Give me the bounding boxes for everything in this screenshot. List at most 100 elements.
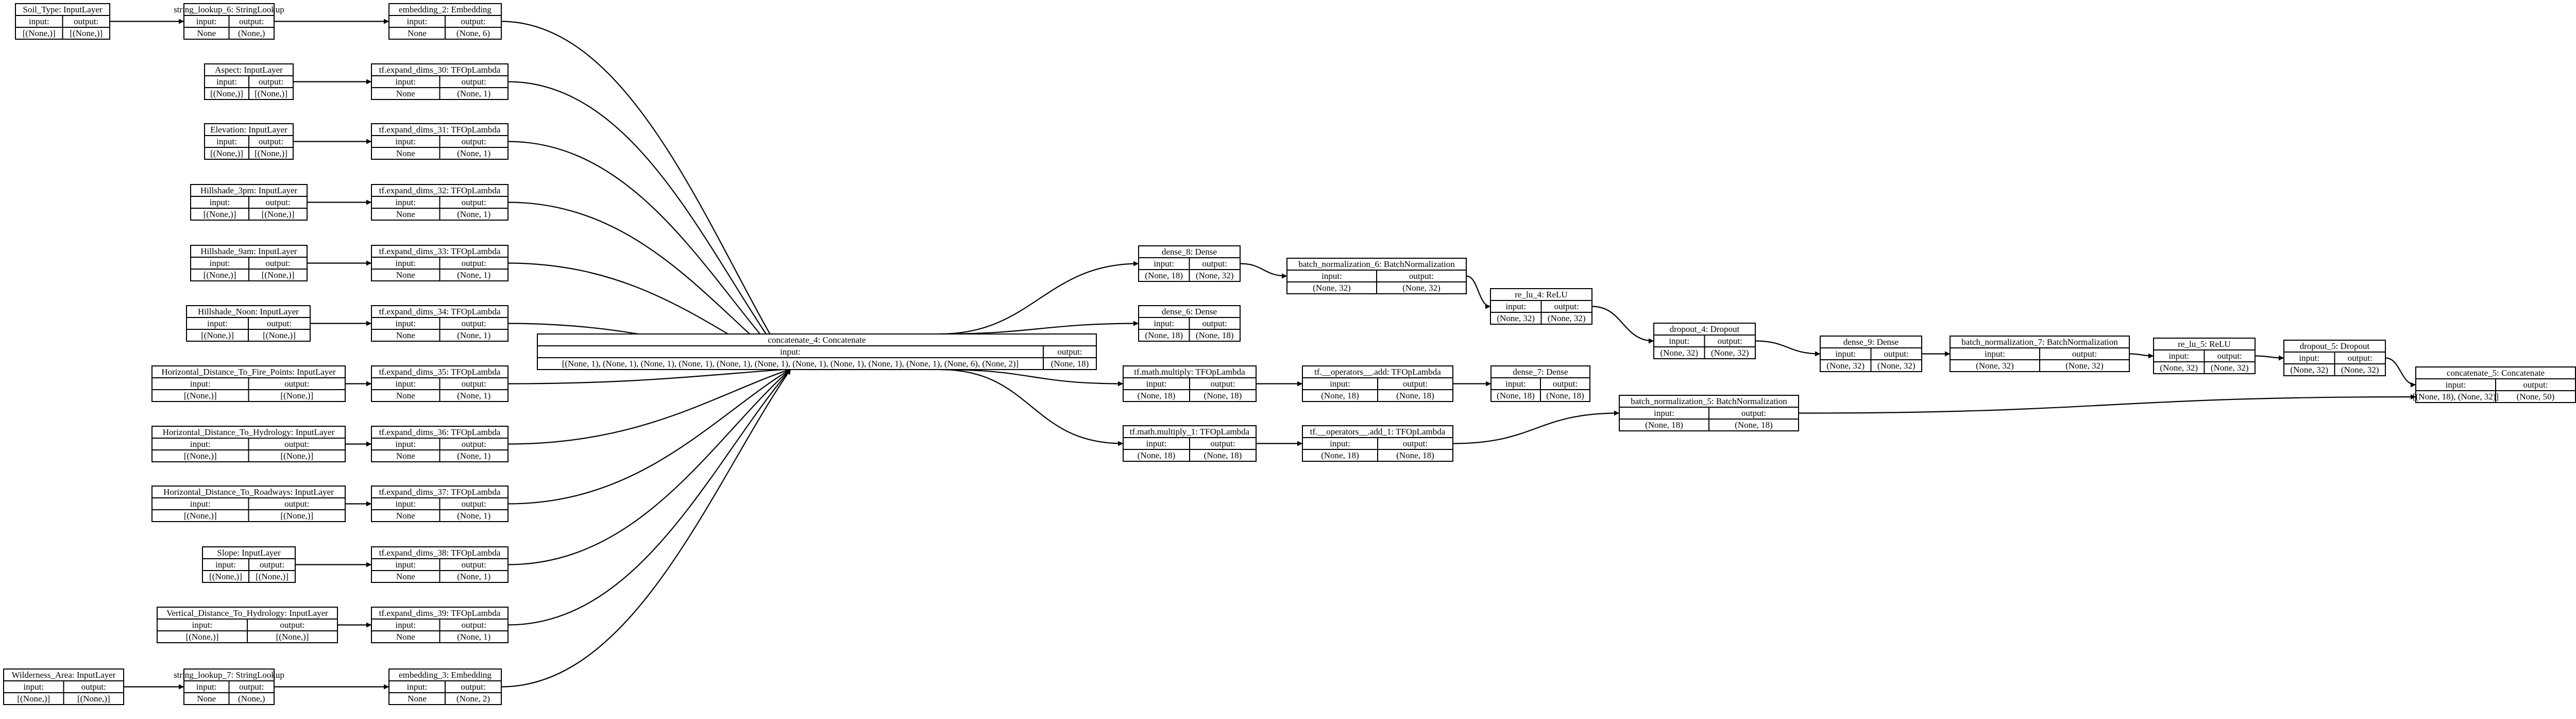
edge-bn7-to-relu5 <box>2129 353 2154 359</box>
node-input-value: [(None,)] <box>204 209 236 219</box>
node-output-label: output: <box>462 258 486 268</box>
node-input-label: input: <box>216 77 237 87</box>
node-output-label: output: <box>2072 349 2097 359</box>
edge-concat4-to-dense6 <box>940 321 1139 335</box>
layer-node-hsn: Hillshade_Noon: InputLayerinput:output:[… <box>186 305 311 342</box>
node-input-value: (None, 18) <box>1497 391 1535 400</box>
node-input-label: input: <box>780 347 801 357</box>
node-input-label: input: <box>1154 319 1174 328</box>
node-input-label: input: <box>1669 336 1689 346</box>
node-input-value: [(None,)] <box>201 330 234 340</box>
node-input-value: None <box>396 511 415 521</box>
node-output-label: output: <box>1554 302 1579 311</box>
edge-ed31-to-concat4 <box>507 141 791 370</box>
node-title: Aspect: InputLayer <box>215 65 283 75</box>
node-border <box>537 333 1097 370</box>
edge-ed37-to-concat4 <box>507 369 791 505</box>
node-input-value: None <box>396 270 415 280</box>
node-output-label: output: <box>265 197 290 207</box>
node-input-value: [(None,)] <box>210 89 243 98</box>
node-title: concatenate_5: Concatenate <box>2447 368 2545 378</box>
node-output-value: (None, 32) <box>2211 363 2249 373</box>
node-input-label: input: <box>395 197 416 207</box>
node-input-label: input: <box>196 682 217 692</box>
node-output-value: [(None,)] <box>280 511 313 521</box>
node-output-label: output: <box>462 620 486 630</box>
node-output-label: output: <box>462 77 486 87</box>
edge-bn6-to-relu4 <box>1466 275 1491 309</box>
edge-ed38-to-concat4 <box>507 369 791 565</box>
edge-dense8-to-bn6 <box>1240 263 1287 279</box>
layer-node-aspect: Aspect: InputLayerinput:output:[(None,)]… <box>204 63 294 100</box>
layer-node-concat5: concatenate_5: Concatenateinput:output:[… <box>2413 366 2576 403</box>
node-input-label: input: <box>1146 379 1167 389</box>
node-output-label: output: <box>2217 351 2242 361</box>
node-output-label: output: <box>284 499 309 509</box>
node-input-value: None <box>396 632 415 642</box>
node-input-value: (None, 32) <box>1660 348 1698 358</box>
node-input-label: input: <box>210 197 230 207</box>
node-title: Horizontal_Distance_To_Fire_Points: Inpu… <box>161 367 336 377</box>
node-input-label: input: <box>1505 302 1526 311</box>
node-input-value: [(None,)] <box>184 511 217 521</box>
node-title: tf.__operators__.add_1: TFOpLambda <box>1310 427 1446 437</box>
layer-node-ed30: tf.expand_dims_30: TFOpLambdainput:outpu… <box>371 63 509 100</box>
edge-relu4-to-drop4 <box>1591 306 1654 344</box>
node-input-value: [(None,)] <box>23 28 56 38</box>
layer-node-ed36: tf.expand_dims_36: TFOpLambdainput:outpu… <box>371 426 509 462</box>
layer-node-ed34: tf.expand_dims_34: TFOpLambdainput:outpu… <box>371 305 509 342</box>
edge-ed30-to-concat4 <box>507 81 791 370</box>
node-input-label: input: <box>1654 408 1674 418</box>
node-output-value: (None, 1) <box>457 330 490 340</box>
node-title: concatenate_4: Concatenate <box>768 335 866 345</box>
edges-layer <box>110 19 2576 690</box>
node-title: dropout_5: Dropout <box>2300 341 2370 351</box>
edge-ed36-to-concat4 <box>507 368 791 445</box>
edge-emb3-to-concat4 <box>501 369 791 688</box>
node-output-value: (None, 32) <box>1196 271 1234 280</box>
edge-ed35-to-concat4 <box>507 366 791 384</box>
layer-node-bn5: batch_normalization_5: BatchNormalizatio… <box>1619 395 1799 431</box>
node-output-value: [(None,)] <box>70 28 103 38</box>
node-input-label: input: <box>1330 379 1350 389</box>
node-output-value: (None, 32) <box>1548 313 1586 323</box>
node-output-value: (None, 32) <box>1711 348 1749 358</box>
layer-node-sl7: string_lookup_7: StringLookupinput:outpu… <box>174 668 284 705</box>
edge-emb2-to-concat4 <box>501 21 791 370</box>
node-output-label: output: <box>461 682 485 692</box>
edge-concat4-to-mul <box>940 369 1124 387</box>
node-input-value: [(None, 18), (None, 32)] <box>2413 392 2499 402</box>
node-title: embedding_3: Embedding <box>399 670 492 680</box>
node-title: Hillshade_9am: InputLayer <box>200 246 297 256</box>
edge-bn5-to-concat5 <box>1798 394 2416 414</box>
node-input-label: input: <box>216 137 237 146</box>
node-input-value: None <box>396 572 415 581</box>
node-output-value: (None, 2) <box>456 694 490 704</box>
node-output-label: output: <box>74 16 98 26</box>
node-input-value: [(None,)] <box>184 451 217 461</box>
node-output-value: [(None,)] <box>262 270 295 280</box>
node-output-value: (None, 1) <box>457 270 490 280</box>
node-input-value: (None, 18) <box>1321 450 1359 460</box>
node-input-label: input: <box>1985 349 2005 359</box>
node-input-value: (None, 32) <box>1976 361 2014 371</box>
node-output-label: output: <box>1718 336 1742 346</box>
edge-add1-to-bn5 <box>1452 410 1620 444</box>
node-output-label: output: <box>462 379 486 389</box>
layer-node-bn6: batch_normalization_6: BatchNormalizatio… <box>1286 258 1467 294</box>
node-output-value: (None, 1) <box>457 451 490 461</box>
node-title: re_lu_5: ReLU <box>2178 339 2230 349</box>
node-output-label: output: <box>280 620 304 630</box>
layer-node-bn7: batch_normalization_7: BatchNormalizatio… <box>1950 336 2130 372</box>
node-input-value: None <box>396 330 415 340</box>
node-input-value: None <box>197 28 216 38</box>
node-title: Vertical_Distance_To_Hydrology: InputLay… <box>166 608 328 618</box>
node-output-value: (None, 1) <box>457 148 490 158</box>
layer-node-hdr: Horizontal_Distance_To_Roadways: InputLa… <box>151 486 346 522</box>
node-title: tf.expand_dims_35: TFOpLambda <box>379 367 501 377</box>
node-input-value: None <box>396 89 415 98</box>
layer-node-ed33: tf.expand_dims_33: TFOpLambdainput:outpu… <box>371 245 509 281</box>
